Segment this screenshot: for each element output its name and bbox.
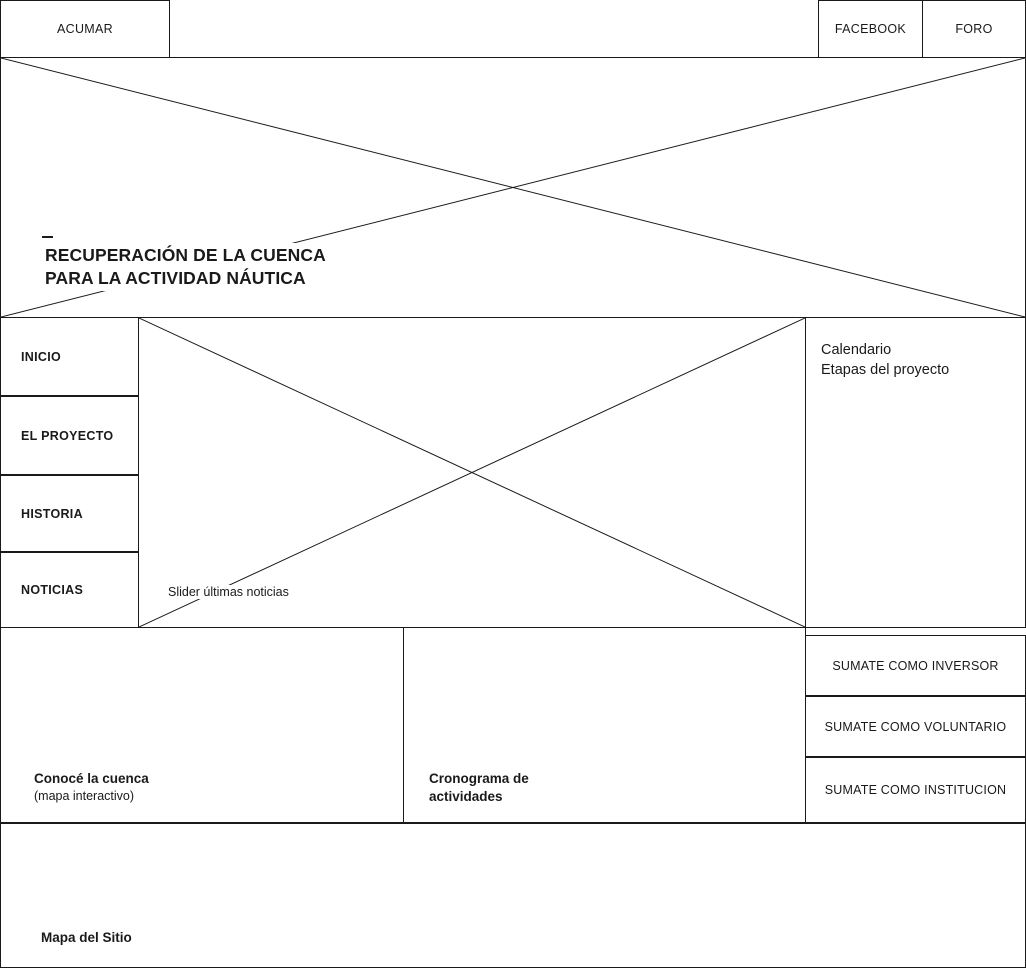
brand-acumar-button[interactable]: ACUMAR	[0, 0, 170, 58]
news-slider-caption: Slider últimas noticias	[165, 585, 292, 599]
topbar-link-foro[interactable]: FORO	[922, 0, 1026, 58]
cta-sumate-como-voluntario-label: SUMATE COMO VOLUNTARIO	[824, 719, 1007, 734]
sidebar-item-historia[interactable]: HISTORIA	[0, 475, 139, 552]
hero-tagline: RECUPERACIÓN DE LA CUENCA PARA LA ACTIVI…	[45, 243, 379, 291]
topbar-link-foro-label: FORO	[955, 22, 993, 36]
sidebar-item-historia-label: HISTORIA	[21, 506, 83, 521]
brand-acumar-label: ACUMAR	[57, 22, 113, 36]
cta-sumate-como-inversor-label: SUMATE COMO INVERSOR	[832, 658, 999, 673]
module-conoce-la-cuenca-caption: Conocé la cuenca (mapa interactivo)	[34, 770, 364, 805]
hero-accent-dash	[42, 236, 53, 238]
footer-sitemap-link[interactable]: Mapa del Sitio	[41, 930, 132, 945]
sidebar-item-inicio-label: INICIO	[21, 349, 61, 364]
calendar-panel-text: Calendario Etapas del proyecto	[821, 342, 950, 378]
module-conoce-la-cuenca-subtitle: (mapa interactivo)	[34, 789, 135, 804]
cta-sumate-como-voluntario[interactable]: SUMATE COMO VOLUNTARIO	[805, 696, 1026, 757]
sidebar-item-el-proyecto[interactable]: EL PROYECTO	[0, 396, 139, 475]
topbar-link-facebook-label: FACEBOOK	[834, 22, 907, 36]
topbar-link-facebook[interactable]: FACEBOOK	[818, 0, 923, 58]
news-slider-placeholder[interactable]	[138, 317, 806, 628]
cta-sumate-como-inversor[interactable]: SUMATE COMO INVERSOR	[805, 635, 1026, 696]
module-conoce-la-cuenca-title: Conocé la cuenca	[34, 771, 149, 786]
sidebar-item-el-proyecto-label: EL PROYECTO	[21, 428, 114, 443]
sidebar-item-noticias[interactable]: NOTICIAS	[0, 552, 139, 628]
module-cronograma-actividades-title: Cronograma de actividades	[429, 771, 529, 805]
module-cronograma-actividades-caption: Cronograma de actividades	[429, 770, 759, 806]
cta-sumate-como-institucion[interactable]: SUMATE COMO INSTITUCION	[805, 757, 1026, 823]
slider-placeholder-cross-icon	[139, 318, 805, 627]
sidebar-item-inicio[interactable]: INICIO	[0, 317, 139, 396]
sidebar-item-noticias-label: NOTICIAS	[21, 583, 84, 597]
footer-panel	[0, 823, 1026, 968]
cta-sumate-como-institucion-label: SUMATE COMO INSTITUCION	[824, 783, 1007, 797]
